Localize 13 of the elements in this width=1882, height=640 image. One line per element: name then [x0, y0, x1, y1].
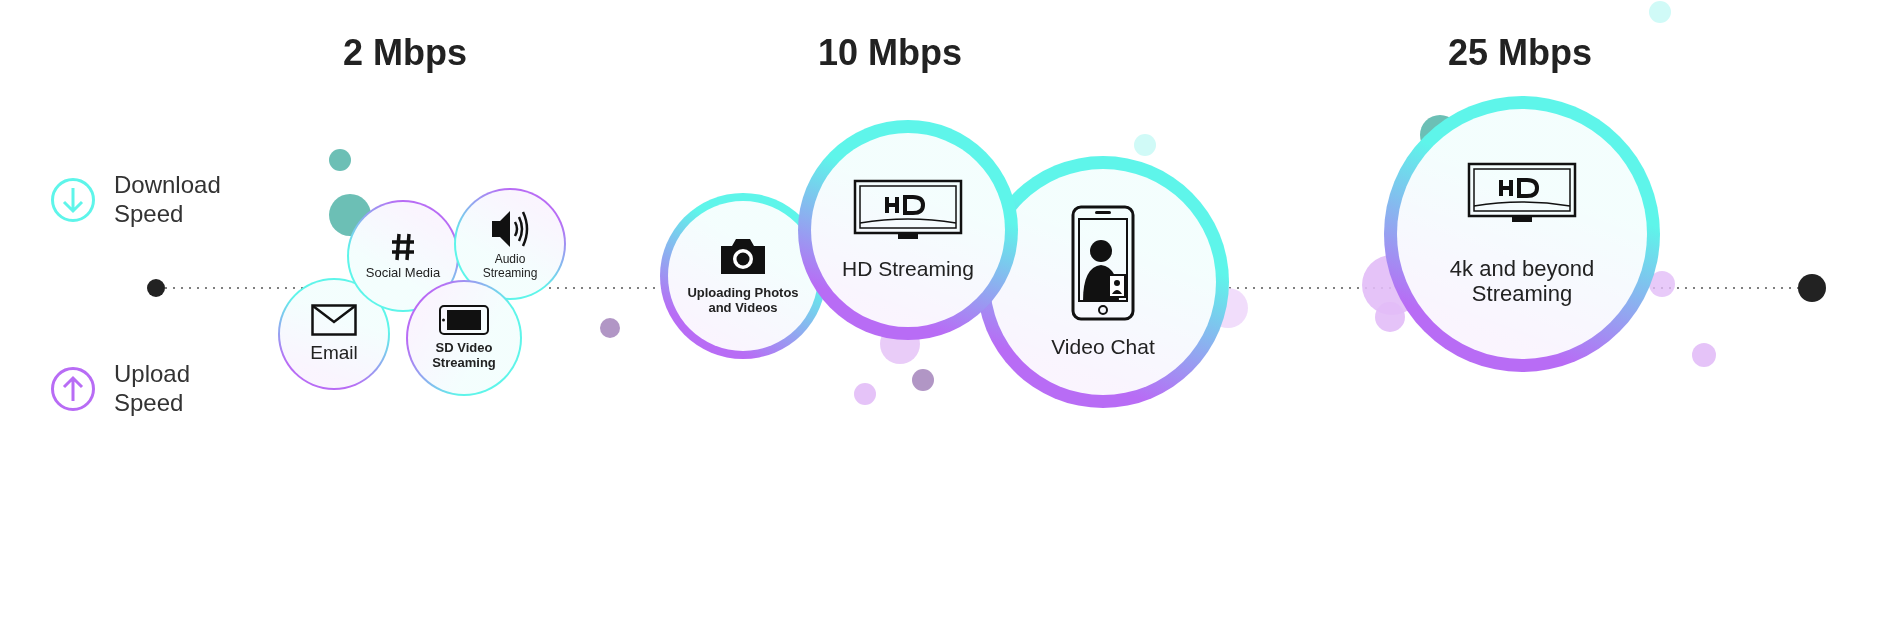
speed-heading: 2 Mbps: [343, 32, 467, 74]
usage-label: SD Video Streaming: [431, 341, 497, 371]
speed-heading: 10 Mbps: [818, 32, 962, 74]
usage-label: Email: [310, 342, 358, 364]
speed-heading: 25 Mbps: [1448, 32, 1592, 74]
legend-label: Download Speed: [114, 171, 222, 229]
usage-label: Audio Streaming: [481, 253, 539, 281]
legend-label: Upload Speed: [114, 360, 192, 418]
usage-label: 4k and beyond Streaming: [1448, 255, 1596, 307]
usage-label: HD Streaming: [842, 256, 974, 282]
usage-label: Social Media: [365, 265, 441, 281]
usage-label: Video Chat: [1051, 334, 1155, 360]
usage-label: Uploading Photos and Videos: [686, 286, 800, 316]
